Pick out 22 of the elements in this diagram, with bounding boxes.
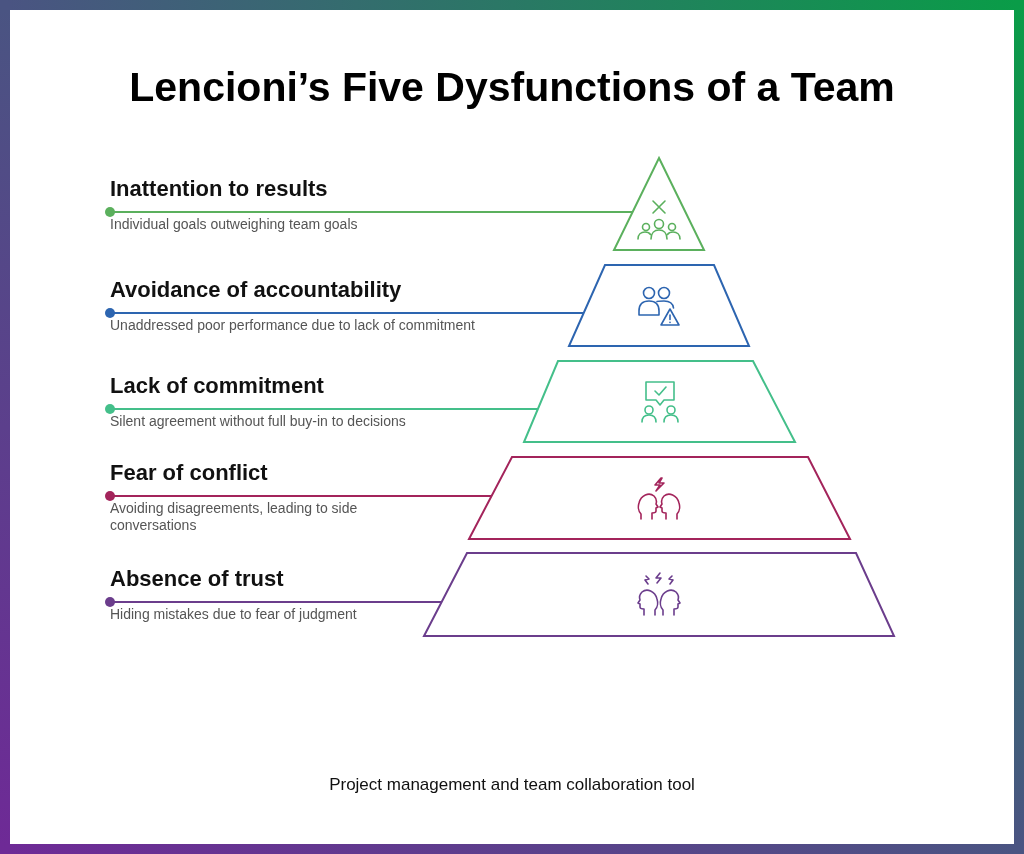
tier-heading: Inattention to results — [110, 176, 328, 202]
tier-heading: Lack of commitment — [110, 373, 324, 399]
pyramid-tier — [567, 263, 751, 348]
title: Lencioni’s Five Dysfunctions of a Team — [129, 63, 895, 111]
pyramid-tier — [467, 455, 852, 541]
tier-heading: Absence of trust — [110, 566, 284, 592]
leader-line — [105, 491, 493, 501]
tier-description: Avoiding disagreements, leading to side conversations — [110, 500, 359, 534]
tier-description: Silent agreement without full buy-in to decisions — [110, 413, 407, 430]
leader-line — [105, 404, 539, 414]
tier-description: Individual goals outweighing team goals — [110, 216, 359, 233]
leader-line — [105, 597, 443, 607]
pyramid-tier — [522, 359, 797, 444]
tagline: Project management and team collaboration tool — [329, 775, 695, 795]
leader-line — [105, 308, 585, 318]
tier-heading: Avoidance of accountability — [110, 277, 402, 303]
tier-description: Hiding mistakes due to fear of judgment — [110, 606, 358, 623]
pyramid-top-triangle — [612, 156, 706, 252]
tier-heading: Fear of conflict — [110, 460, 268, 486]
leader-line — [105, 207, 634, 217]
tier-description: Unaddressed poor performance due to lack of commitment — [110, 317, 476, 334]
pyramid-tier — [422, 551, 896, 638]
